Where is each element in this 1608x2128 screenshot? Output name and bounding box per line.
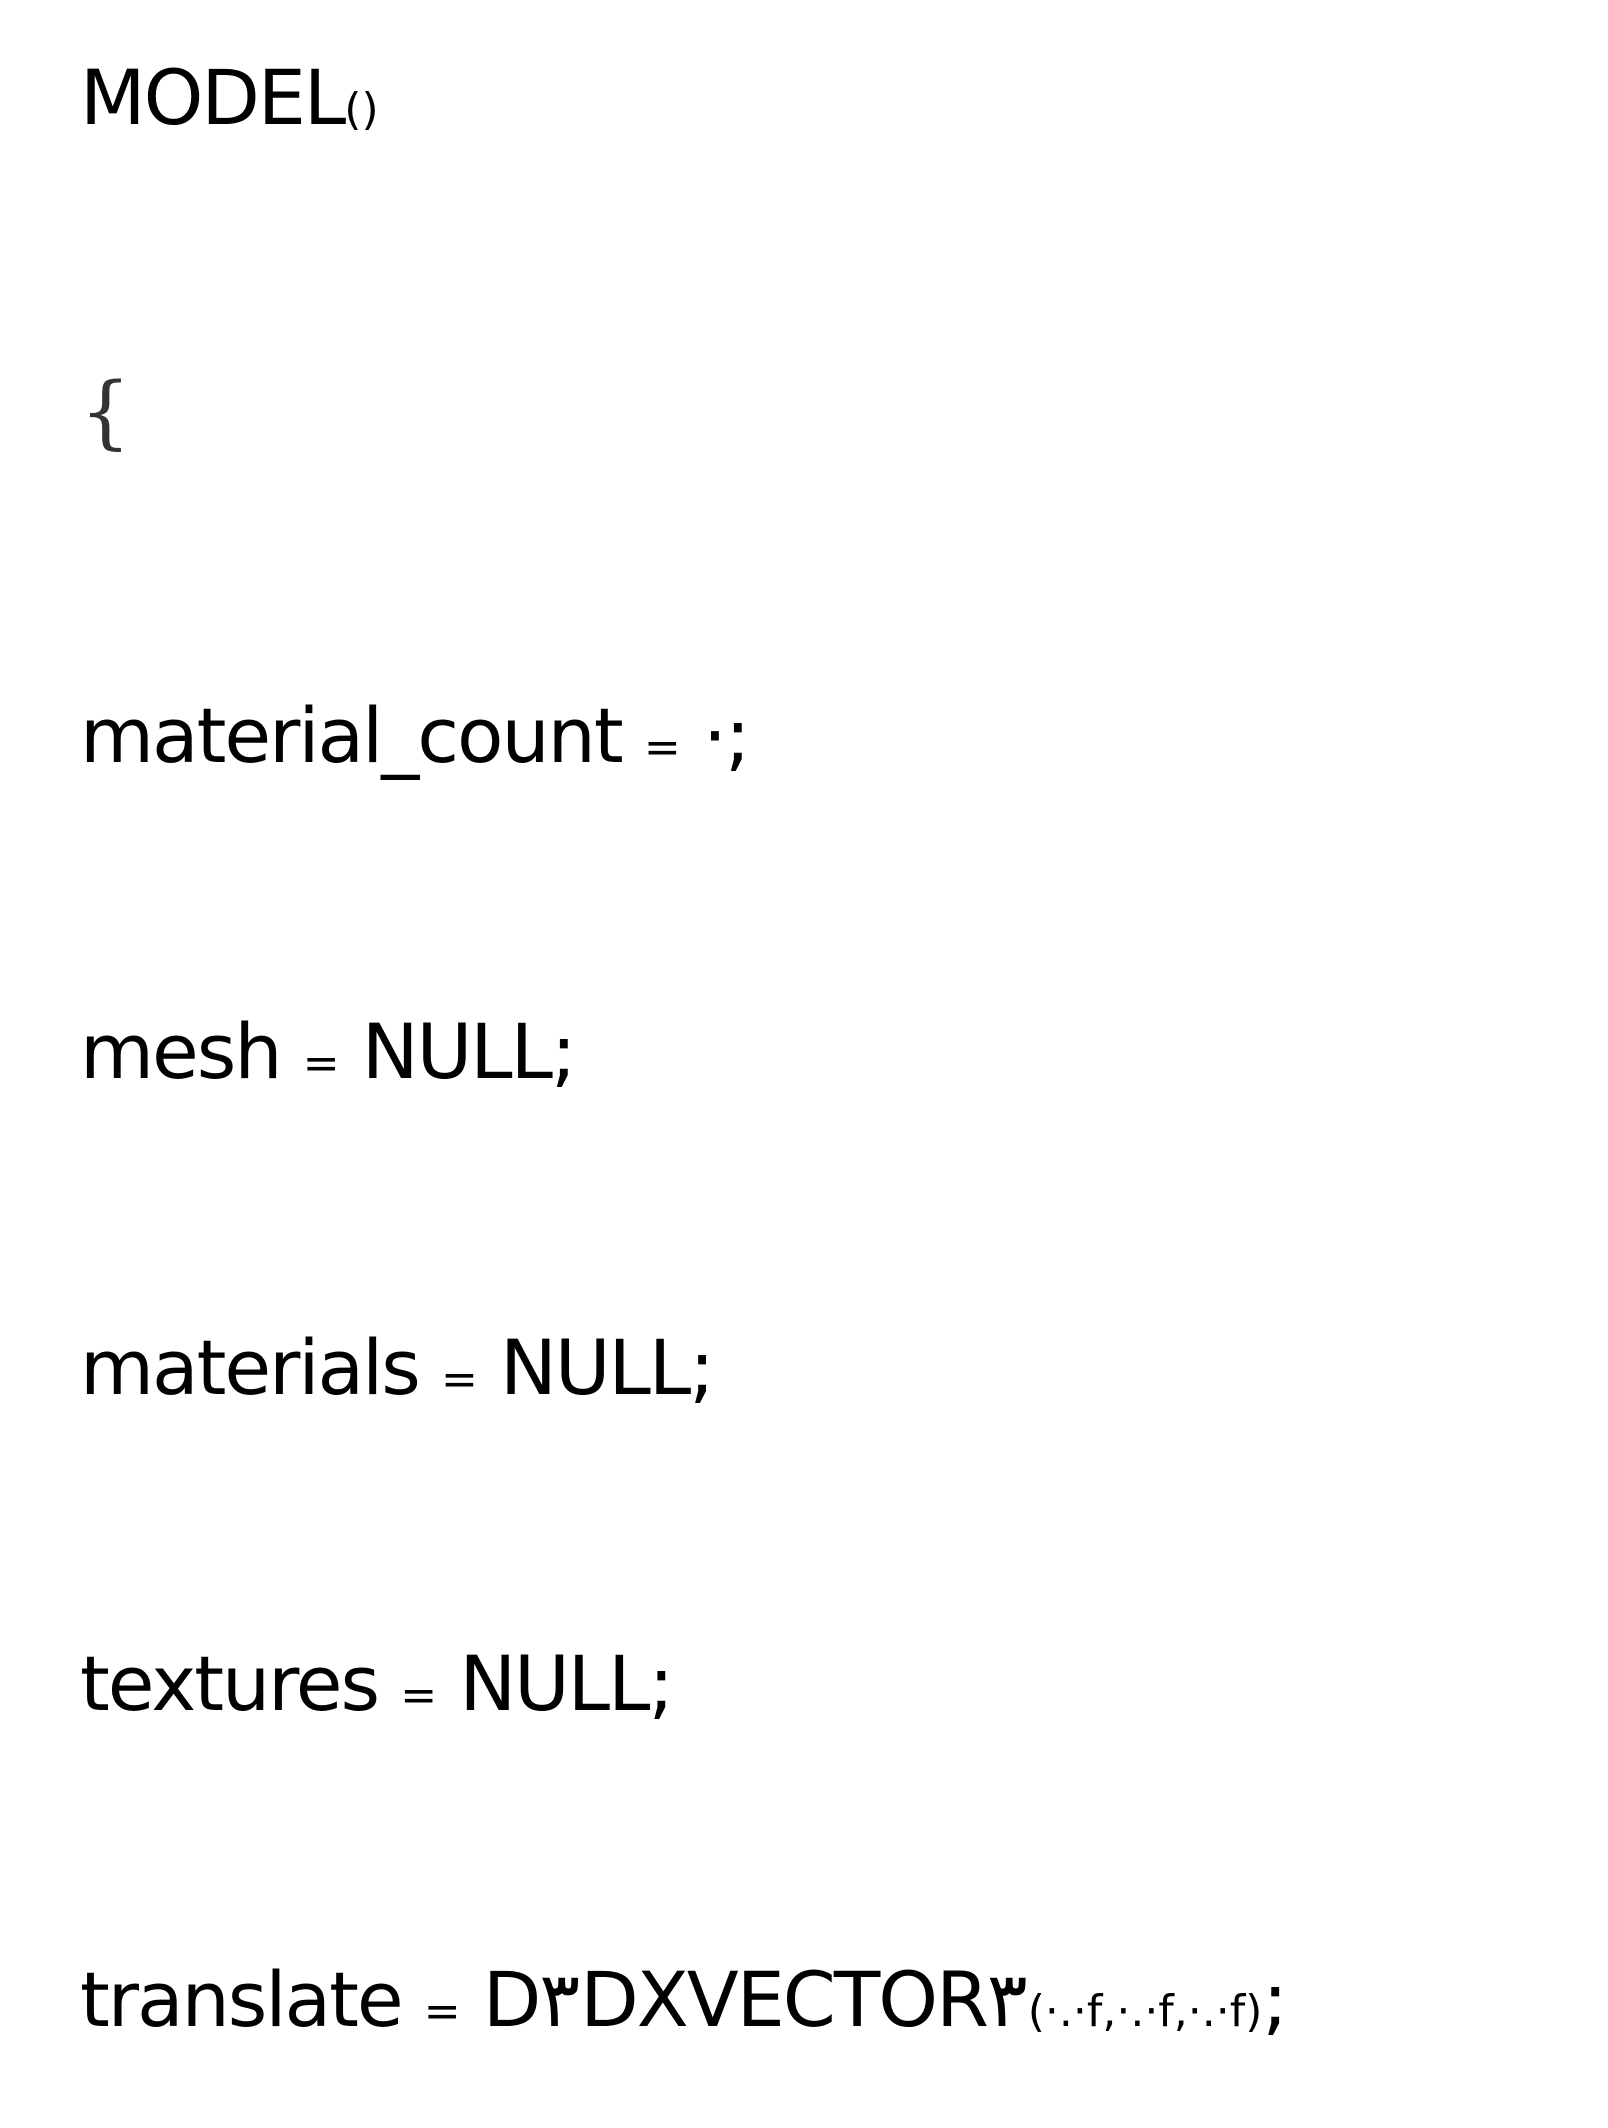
materials-variable: materials xyxy=(80,1323,421,1412)
assignment-operator: = xyxy=(643,722,681,773)
mesh-value: NULL; xyxy=(361,1007,577,1096)
opening-brace: { xyxy=(80,365,131,458)
material-count-value: ·; xyxy=(702,691,751,780)
assignment-operator: = xyxy=(302,1038,340,1089)
materials-value: NULL; xyxy=(500,1323,715,1412)
translate-assignment-line: translate = D٣DXVECTOR٣(·.·f,·.·f,·.·f); xyxy=(80,1962,1290,2038)
textures-value: NULL; xyxy=(459,1639,674,1728)
assignment-operator: = xyxy=(423,1986,461,2037)
constructor-name: MODEL xyxy=(80,53,346,142)
material-count-variable: material_count xyxy=(80,691,624,780)
translate-variable: translate xyxy=(80,1955,404,2044)
constructor-parens: () xyxy=(344,84,379,135)
opening-brace-line: { xyxy=(80,372,131,452)
vector-constructor-name: D٣DXVECTOR٣ xyxy=(482,1955,1030,2044)
statement-terminator: ; xyxy=(1262,1955,1290,2044)
material-count-assignment-line: material_count = ·; xyxy=(80,698,751,774)
assignment-operator: = xyxy=(440,1354,478,1405)
materials-assignment-line: materials = NULL; xyxy=(80,1330,715,1406)
mesh-variable: mesh xyxy=(80,1007,283,1096)
mesh-assignment-line: mesh = NULL; xyxy=(80,1014,577,1090)
assignment-operator: = xyxy=(400,1670,438,1721)
vector-constructor-args: (·.·f,·.·f,·.·f) xyxy=(1027,1986,1263,2037)
constructor-signature-line: MODEL() xyxy=(80,60,379,136)
textures-variable: textures xyxy=(80,1639,380,1728)
textures-assignment-line: textures = NULL; xyxy=(80,1646,674,1722)
